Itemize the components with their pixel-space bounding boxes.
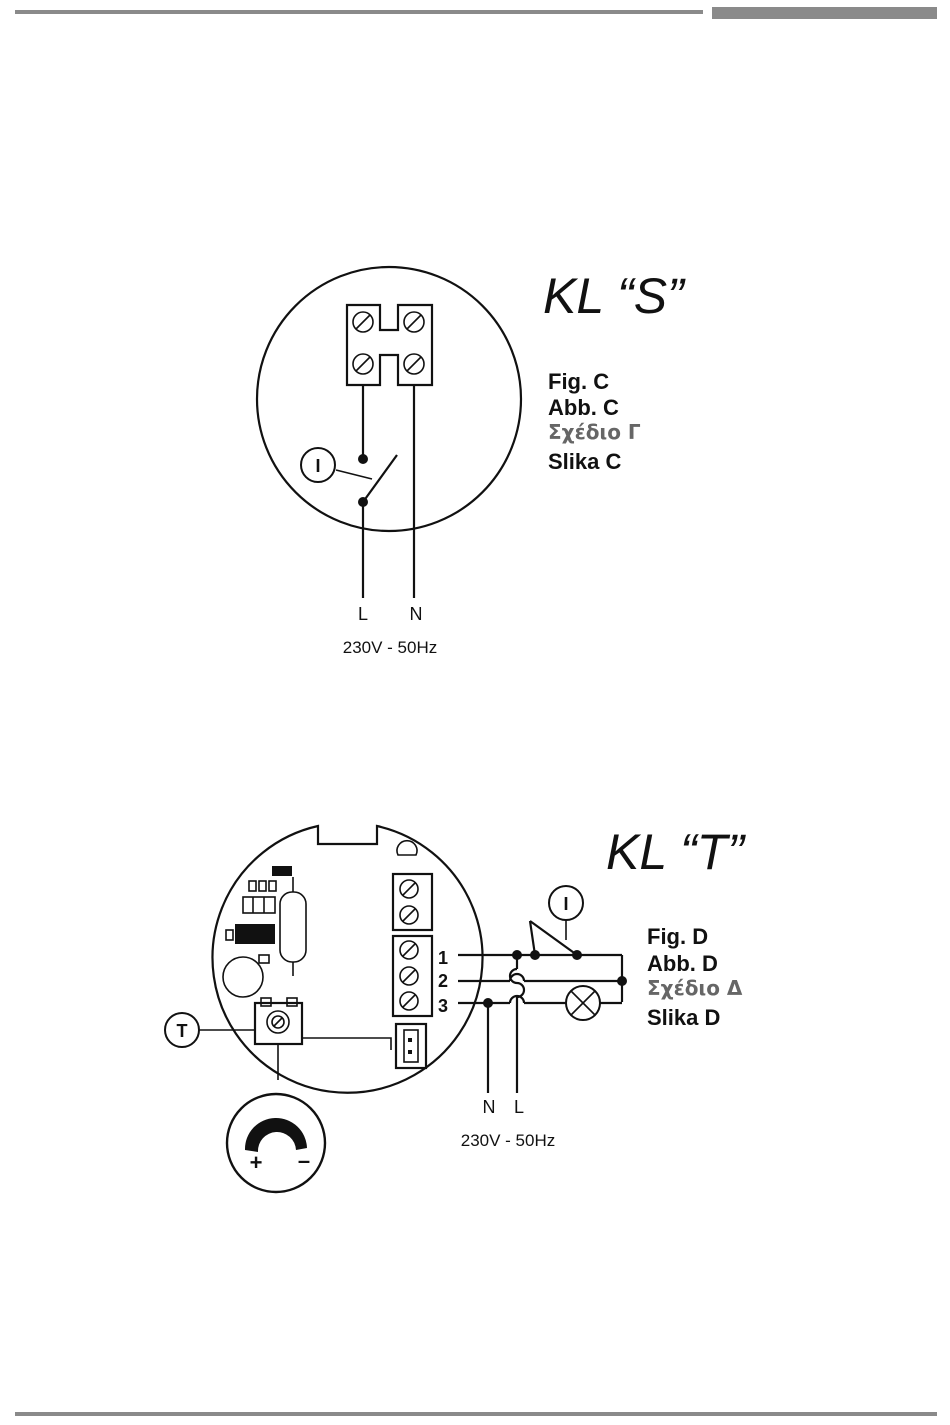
buzzer (223, 957, 263, 997)
enclosure-circle (257, 267, 521, 531)
supply-label: 230V - 50Hz (461, 1131, 556, 1150)
terminal-screw (353, 312, 373, 332)
wire-l-label: L (514, 1097, 524, 1117)
wire-n-label: N (410, 604, 423, 624)
component (397, 841, 417, 855)
caption-line: Abb. D (647, 951, 718, 976)
caption-line: Abb. C (548, 395, 619, 420)
caption-line: Σχέδιο Γ (548, 420, 641, 444)
connector (396, 1024, 426, 1068)
wire-n-label: N (483, 1097, 496, 1117)
capacitor (280, 892, 306, 962)
caption-line: Fig. C (548, 369, 609, 394)
terminal-block (347, 305, 432, 385)
terminal-block-lower (393, 936, 432, 1016)
terminal-screw (404, 312, 424, 332)
diagram-kl-t: T + – 1 2 3 (165, 824, 746, 1192)
switch-marker-label: I (315, 456, 320, 476)
dial-plus-label: + (250, 1150, 263, 1175)
terminal-2-label: 2 (438, 971, 448, 991)
component (226, 930, 233, 940)
figure-caption: Fig. D Abb. D Σχέδιο Δ Slika D (647, 924, 743, 1030)
wiring (458, 955, 622, 1093)
thermostat-pot (255, 998, 302, 1080)
footer-rule (15, 1412, 937, 1416)
caption-line: Slika D (647, 1005, 720, 1030)
thermostat-marker-label: T (177, 1021, 188, 1041)
supply-label: 230V - 50Hz (343, 638, 438, 657)
switch-lever (530, 921, 535, 955)
switch-symbol (336, 454, 397, 507)
component (272, 866, 292, 876)
terminal-screw (353, 354, 373, 374)
diagram-kl-s: I L N 230V - 50Hz KL “S” Fig. C Abb. C Σ… (257, 267, 686, 657)
component (249, 881, 256, 891)
dial-knob (227, 1094, 325, 1192)
ic-chip (235, 924, 275, 944)
terminal-1-label: 1 (438, 948, 448, 968)
component (259, 881, 266, 891)
caption-line: Slika C (548, 449, 621, 474)
terminal-block-upper (393, 874, 432, 930)
pcb-components (223, 841, 417, 997)
wire-l-label: L (358, 604, 368, 624)
lamp-symbol (566, 986, 600, 1020)
component (243, 897, 275, 913)
dial-minus-label: – (298, 1148, 310, 1173)
terminal-screw (404, 354, 424, 374)
component (269, 881, 276, 891)
header-tab (712, 7, 937, 19)
terminal-3-label: 3 (438, 996, 448, 1016)
component (259, 955, 269, 963)
header-rule (15, 10, 703, 14)
switch-marker-label: I (563, 894, 568, 914)
caption-line: Fig. D (647, 924, 708, 949)
diagram-title: KL “T” (606, 824, 746, 880)
figure-caption: Fig. C Abb. C Σχέδιο Γ Slika C (548, 369, 641, 474)
diagram-title: KL “S” (543, 268, 686, 324)
junction-dots (483, 950, 627, 1008)
caption-line: Σχέδιο Δ (647, 976, 743, 1000)
